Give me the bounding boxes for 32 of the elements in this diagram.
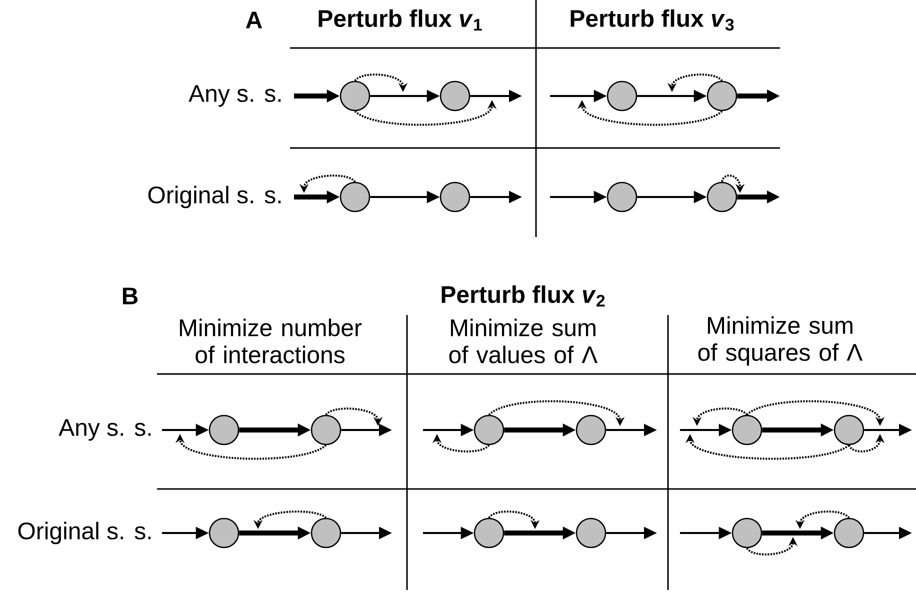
metabolite-circle xyxy=(732,518,762,548)
column-header: Minimize sum of squares of Λ xyxy=(698,316,863,366)
metabolite-circle xyxy=(834,414,864,446)
row-label: Any s. s. xyxy=(188,85,281,107)
metabolite-circle xyxy=(732,414,762,446)
metabolite-circle xyxy=(340,182,370,212)
metabolite-circle xyxy=(440,80,470,112)
metabolite-circle xyxy=(706,182,738,212)
metabolite-circle xyxy=(310,518,342,548)
metabolite-circle xyxy=(834,518,864,548)
panel-letter: A xyxy=(246,12,262,28)
column-header: Perturb flux v$_{2}$ xyxy=(442,285,605,307)
metabolite-circle xyxy=(576,518,606,548)
metabolite-circle xyxy=(474,518,504,548)
row-label: Any s. s. xyxy=(58,419,151,441)
metabolite-circle xyxy=(606,182,638,212)
metabolite-circle xyxy=(606,80,638,112)
metabolite-circle xyxy=(340,80,370,112)
metabolite-circle xyxy=(440,182,470,212)
column-header: Perturb flux v$_{1}$ xyxy=(318,9,482,31)
metabolite-circle xyxy=(474,414,504,446)
panel-letter: B xyxy=(122,288,138,304)
metabolite-circle xyxy=(576,414,606,446)
column-header: Minimize sum of values of Λ xyxy=(449,318,598,364)
metabolite-circle xyxy=(208,414,240,446)
row-label: Original s. s. xyxy=(18,522,151,544)
metabolite-circle xyxy=(706,80,738,112)
row-label: Original s. s. xyxy=(148,186,281,208)
column-header: Minimize number of interactions xyxy=(180,318,362,364)
column-header: Perturb flux v$_{3}$ xyxy=(570,9,734,31)
metabolite-circle xyxy=(310,414,342,446)
metabolite-circle xyxy=(208,518,240,548)
